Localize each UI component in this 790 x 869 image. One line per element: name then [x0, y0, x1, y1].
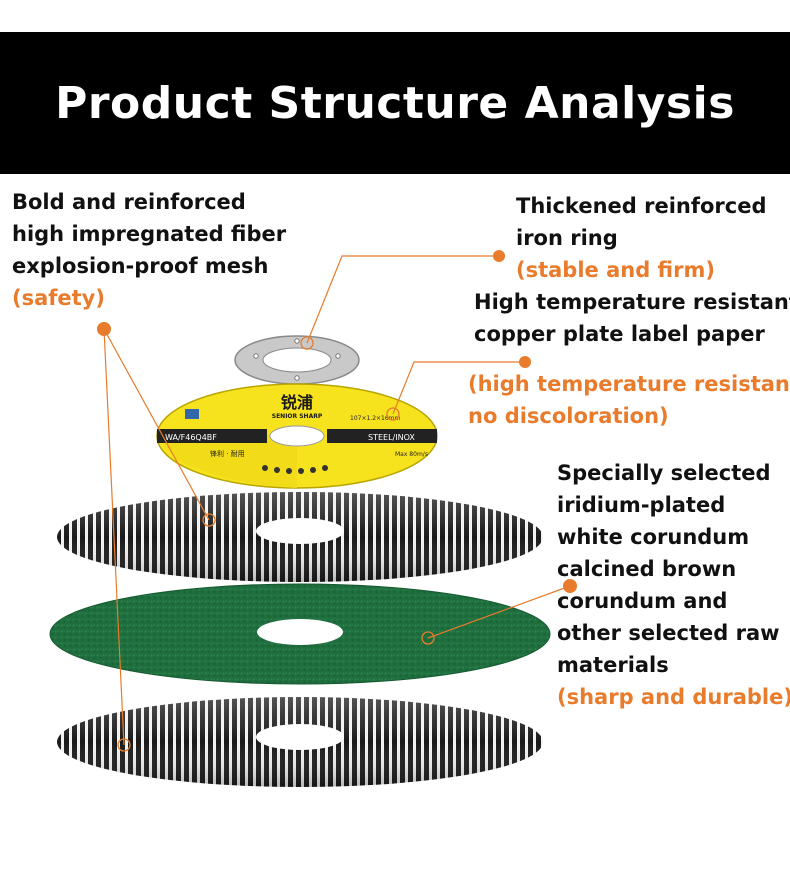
- callout-mesh-line: Bold and reinforced: [12, 190, 246, 214]
- label-left-code: WA/F46Q4BF: [165, 433, 217, 442]
- label-logo-icon: [185, 409, 199, 419]
- dot-mesh: [97, 322, 111, 336]
- label-brand-en: SENIOR SHARP: [272, 413, 323, 420]
- callout-ring-note: (stable and firm): [516, 258, 715, 282]
- callout-mesh: Bold and reinforced high impregnated fib…: [12, 186, 286, 314]
- mesh-layer-bottom: [57, 697, 543, 787]
- target-ring: [300, 336, 314, 350]
- callout-abrasive-line: calcined brown: [557, 557, 737, 581]
- callout-abrasive-line: iridium-plated: [557, 493, 726, 517]
- callout-label-notes: (high temperature resistant, no discolor…: [468, 368, 790, 432]
- callout-abrasive-note: (sharp and durable): [557, 685, 790, 709]
- iron-ring: [234, 335, 360, 385]
- label-disc: 锐浦 SENIOR SHARP WA/F46Q4BF STEEL/INOX 10…: [156, 383, 438, 489]
- callout-abrasive-line: other selected raw: [557, 621, 780, 645]
- callout-mesh-line: high impregnated fiber: [12, 222, 287, 246]
- callout-label-note: no discoloration): [468, 404, 669, 428]
- dot-abrasive: [563, 579, 577, 593]
- target-label: [386, 407, 400, 421]
- callout-abrasive: Specially selected iridium-plated white …: [557, 457, 790, 713]
- callout-mesh-line: explosion-proof mesh: [12, 254, 269, 278]
- callout-label-line: copper plate label paper: [474, 322, 765, 346]
- leader-ring: [306, 255, 499, 344]
- leader-mesh-top: [103, 328, 210, 521]
- callout-label-note: (high temperature resistant,: [468, 372, 790, 396]
- page-title: Product Structure Analysis: [55, 77, 735, 129]
- label-max-speed: Max 80m/s: [395, 451, 428, 458]
- label-bottom-text: 锋利 · 耐用: [210, 449, 245, 458]
- label-right-band: [327, 429, 437, 443]
- target-mesh-bottom: [117, 738, 131, 752]
- callout-ring-line: iron ring: [516, 226, 618, 250]
- mesh-layer-top: [57, 492, 543, 582]
- leader-label: [392, 361, 525, 415]
- leader-mesh-bottom: [103, 328, 125, 746]
- header-banner: Product Structure Analysis: [0, 32, 790, 174]
- label-left-band: [157, 429, 267, 443]
- target-abrasive: [421, 631, 435, 645]
- callout-label: High temperature resistant copper plate …: [474, 286, 790, 350]
- callout-ring: Thickened reinforced iron ring (stable a…: [516, 190, 767, 286]
- label-right-code: STEEL/INOX: [368, 433, 415, 442]
- leader-lines: [103, 255, 571, 746]
- callout-abrasive-line: materials: [557, 653, 669, 677]
- leader-abrasive: [427, 585, 571, 639]
- callout-abrasive-line: corundum and: [557, 589, 728, 613]
- target-mesh-top: [202, 513, 216, 527]
- callout-label-line: High temperature resistant: [474, 290, 790, 314]
- label-spec: 107×1.2×16mm: [350, 415, 401, 422]
- callout-abrasive-line: Specially selected: [557, 461, 771, 485]
- label-brand: 锐浦: [281, 393, 313, 412]
- callout-ring-line: Thickened reinforced: [516, 194, 767, 218]
- label-cert-icons: [262, 465, 328, 474]
- callout-mesh-note: (safety): [12, 286, 105, 310]
- dot-ring: [493, 250, 505, 262]
- leader-dots: [97, 250, 577, 752]
- dot-label: [519, 356, 531, 368]
- abrasive-disc: [49, 583, 551, 685]
- callout-abrasive-line: white corundum: [557, 525, 750, 549]
